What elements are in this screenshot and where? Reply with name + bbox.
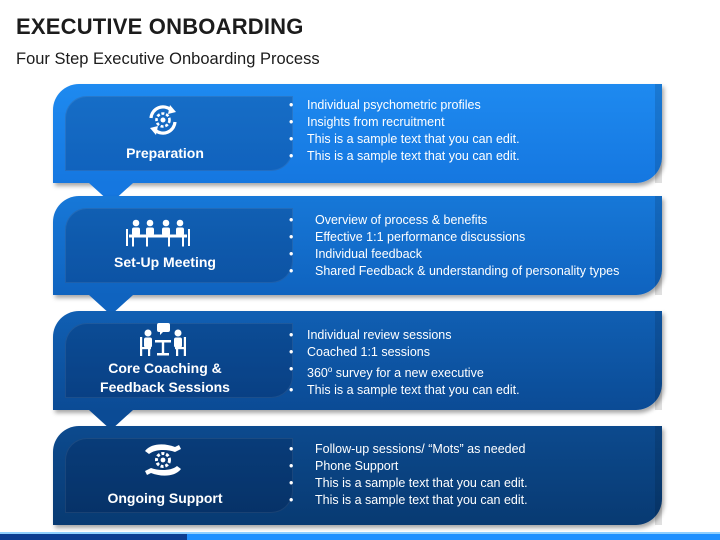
step-tab: Ongoing Support (65, 438, 293, 513)
bullet-item: Overview of process & benefits (289, 212, 619, 229)
step-label: Set-Up Meeting (114, 254, 216, 270)
bullet-item: This is a sample text that you can edit. (289, 492, 528, 509)
footer-bar (0, 534, 720, 540)
footer-stripe (0, 532, 720, 534)
step-label: Preparation (126, 145, 204, 161)
step-pointer (89, 295, 133, 315)
hands-gear-icon (113, 442, 213, 478)
cycle-gear-icon (113, 102, 213, 138)
bullet-item: Phone Support (289, 458, 528, 475)
bullet-item: Individual review sessions (289, 327, 520, 344)
bullet-item: Coached 1:1 sessions (289, 344, 520, 361)
bullet-item: This is a sample text that you can edit. (289, 148, 520, 165)
step-label-line: Core Coaching & (108, 360, 222, 376)
bullet-number: 360 (307, 366, 328, 381)
bullet-item: Individual psychometric profiles (289, 97, 520, 114)
step-bullets: Individual psychometric profiles Insight… (289, 97, 520, 165)
bullet-item: Follow-up sessions/ “Mots” as needed (289, 441, 528, 458)
step-ongoing-support: Ongoing Support Follow-up sessions/ “Mot… (53, 426, 662, 525)
step-tab: Core Coaching & Feedback Sessions (65, 323, 293, 398)
step-label: Ongoing Support (107, 490, 223, 506)
step-tab: Set-Up Meeting (65, 208, 293, 283)
bullet-item: This is a sample text that you can edit. (289, 131, 520, 148)
step-core-coaching: Core Coaching & Feedback Sessions Indivi… (53, 311, 662, 430)
bullet-item: This is a sample text that you can edit. (289, 475, 528, 492)
step-set-up-meeting: Set-Up Meeting Overview of process & ben… (53, 196, 662, 315)
bullet-item: 360o survey for a new executive (289, 361, 520, 382)
bullet-item: Effective 1:1 performance discussions (289, 229, 619, 246)
bullet-item: Individual feedback (289, 246, 619, 263)
bullet-item: Insights from recruitment (289, 114, 520, 131)
page-title: EXECUTIVE ONBOARDING (16, 14, 304, 39)
step-bullets: Individual review sessions Coached 1:1 s… (289, 327, 520, 399)
bullet-text: survey for a new executive (335, 366, 484, 381)
step-label-line: Feedback Sessions (100, 379, 230, 395)
bullet-item: This is a sample text that you can edit. (289, 382, 520, 399)
bullet-item: Shared Feedback & understanding of perso… (289, 263, 619, 280)
step-pointer (89, 410, 133, 430)
coaching-conversation-icon (113, 321, 213, 357)
step-label: Core Coaching & Feedback Sessions (65, 359, 265, 397)
step-tab: Preparation (65, 96, 293, 171)
step-bullets: Overview of process & benefits Effective… (289, 212, 619, 280)
step-preparation: Preparation Individual psychometric prof… (53, 84, 662, 203)
step-bullets: Follow-up sessions/ “Mots” as needed Pho… (289, 441, 528, 509)
bullet-superscript: o (327, 365, 333, 374)
meeting-table-icon (108, 214, 208, 250)
page-subtitle: Four Step Executive Onboarding Process (16, 50, 320, 68)
